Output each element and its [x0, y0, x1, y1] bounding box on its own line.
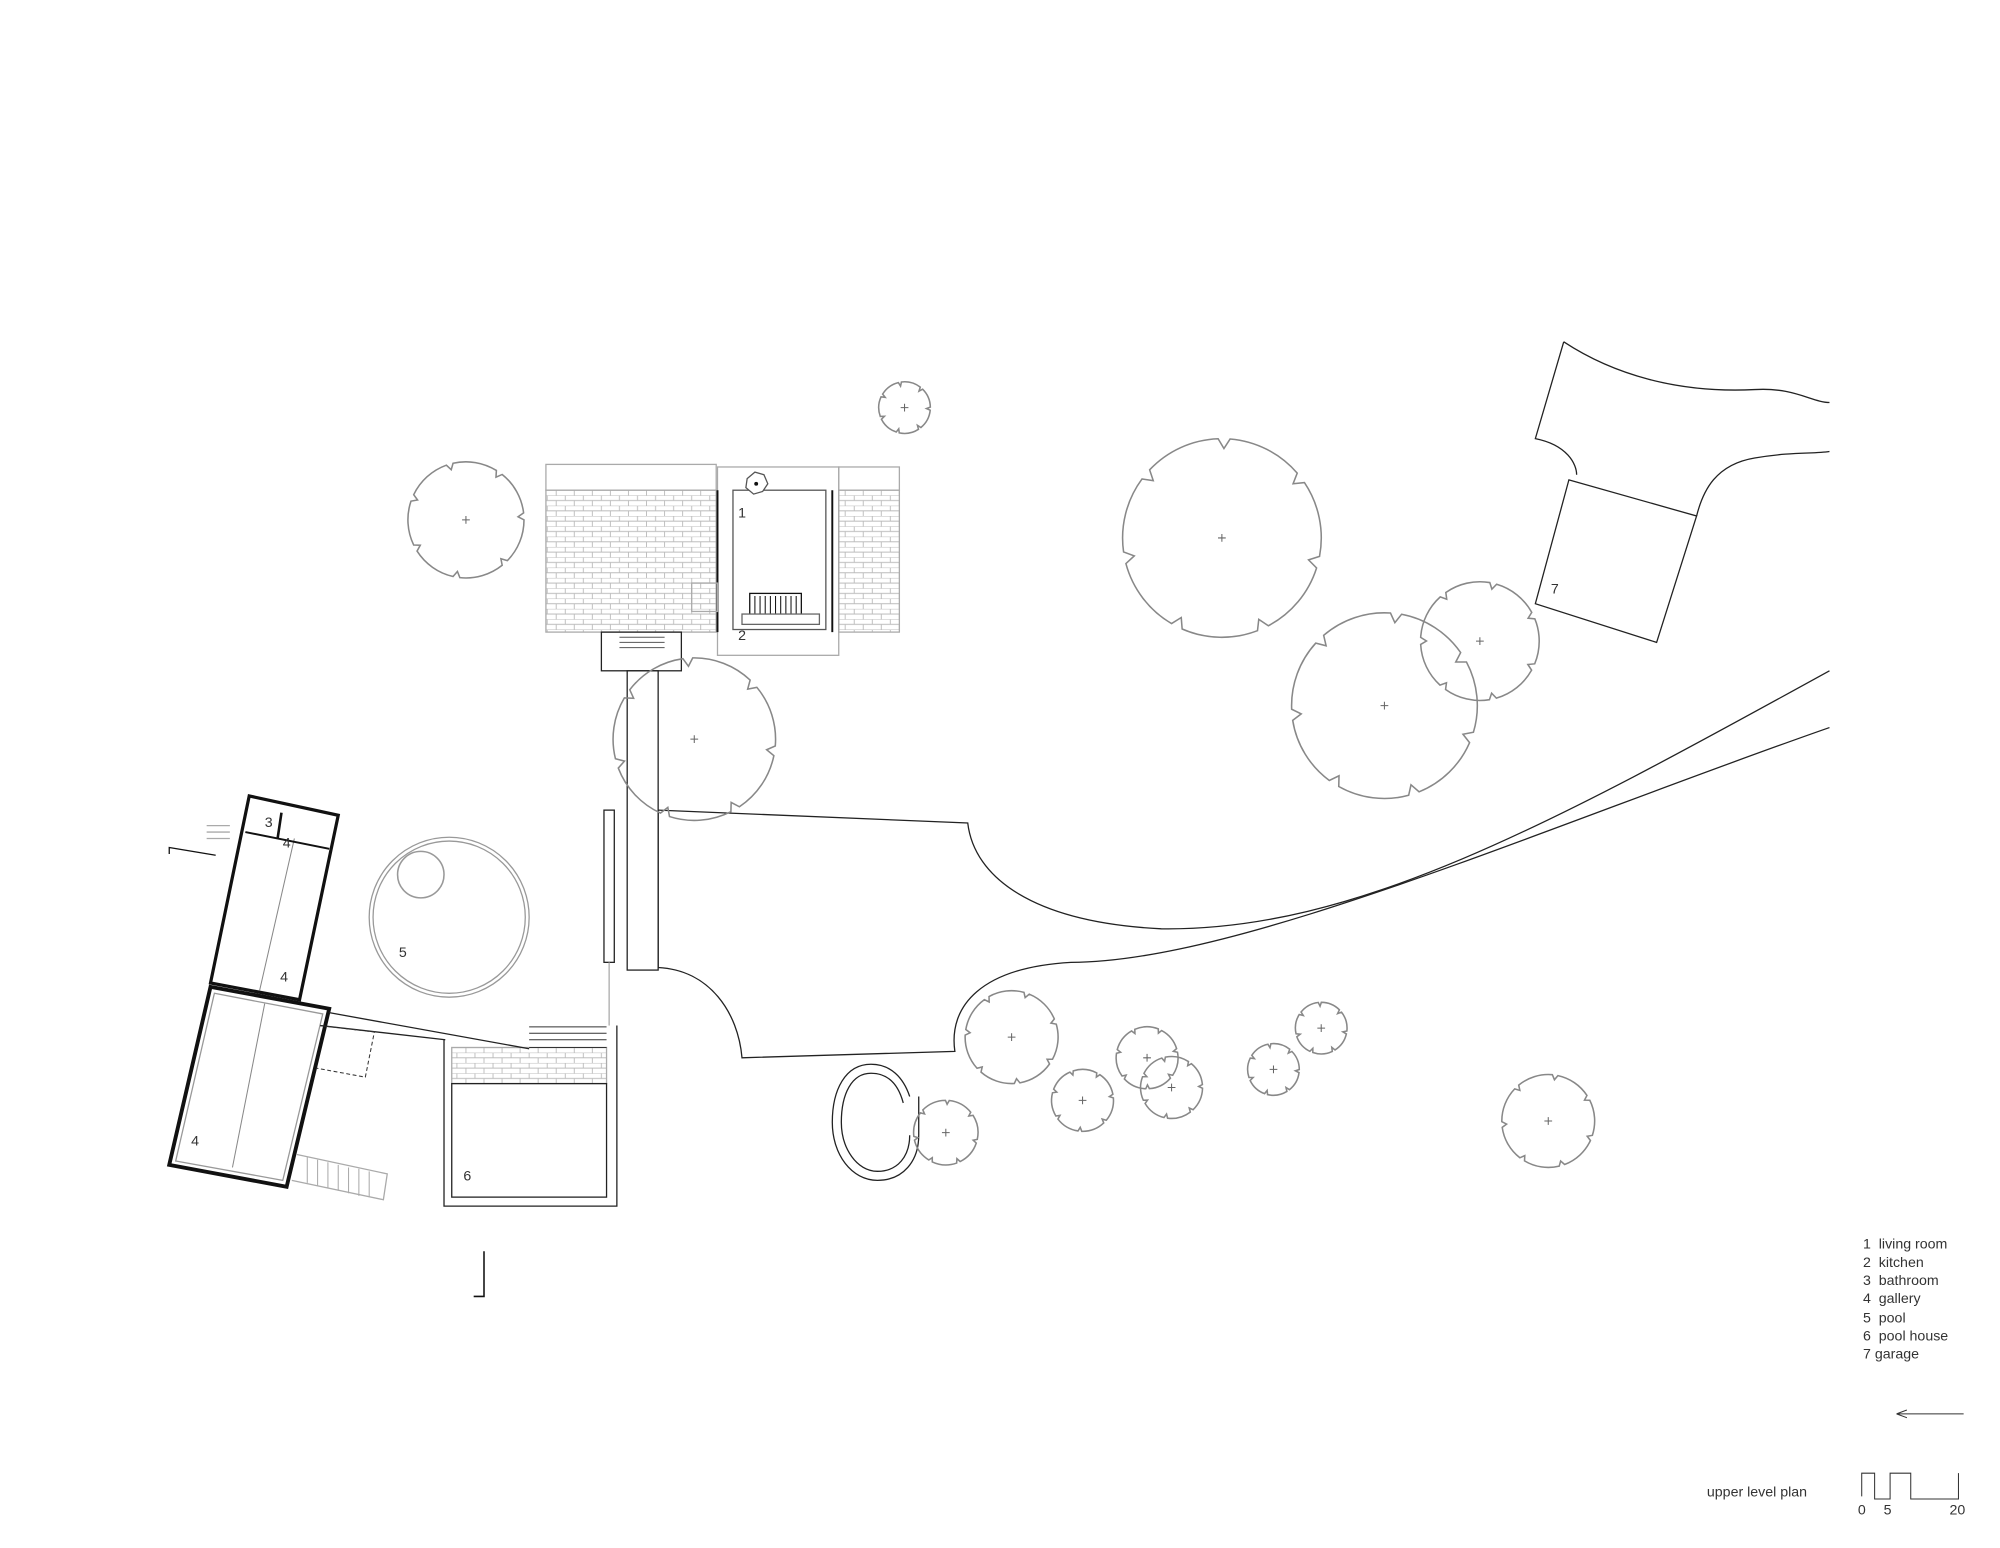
tree-canopy — [877, 381, 932, 435]
tree-canopy — [912, 1099, 979, 1166]
room-label-gallery-3: 4 — [191, 1134, 199, 1150]
legend-item-gallery: 4 gallery — [1863, 1291, 1921, 1307]
section-marker — [473, 1251, 485, 1298]
driveway — [657, 670, 1830, 1059]
tree-center-mark — [1007, 1033, 1016, 1042]
tree-canopy — [1501, 1073, 1596, 1169]
tree-center-mark — [1317, 1024, 1326, 1032]
scale-tick-5: 5 — [1884, 1502, 1892, 1518]
tree-canopy — [1050, 1068, 1115, 1133]
tree-center-mark — [1078, 1096, 1087, 1105]
legend-item-garage: 7 garage — [1863, 1346, 1919, 1362]
room-label-kitchen: 2 — [738, 628, 746, 644]
scale-bar: 0 5 20 — [1858, 1472, 1965, 1518]
tree-canopy — [1294, 1001, 1348, 1055]
plan-title: upper level plan — [1707, 1484, 1807, 1500]
pool: 5 — [368, 836, 530, 998]
tree-canopy — [1139, 1055, 1204, 1120]
room-label-gallery-2: 4 — [280, 970, 288, 986]
tree-center-mark — [1167, 1083, 1176, 1092]
tree-center-mark — [462, 516, 470, 524]
trees — [407, 381, 1596, 1169]
tree-canopy — [612, 657, 777, 822]
room-label-bathroom: 3 — [265, 815, 273, 831]
legend-item-living-room: 1 living room — [1863, 1237, 1947, 1253]
tree-canopy — [1419, 580, 1540, 702]
tree-center-mark — [1143, 1053, 1151, 1062]
arrow-left-icon — [1896, 1409, 1964, 1419]
room-label-pool-house: 6 — [463, 1168, 471, 1184]
main-house: 1 2 — [545, 463, 901, 672]
room-label-pool: 5 — [399, 945, 407, 961]
room-label-garage: 7 — [1551, 581, 1559, 597]
scale-tick-0: 0 — [1858, 1502, 1866, 1518]
tree-center-mark — [900, 403, 909, 412]
legend-item-pool-house: 6 pool house — [1863, 1328, 1948, 1344]
tree-center-mark — [941, 1128, 950, 1137]
section-marker — [168, 846, 216, 856]
room-label-gallery-1: 4 — [283, 836, 291, 852]
tree-center-mark — [1269, 1065, 1278, 1074]
legend-item-kitchen: 2 kitchen — [1863, 1255, 1924, 1271]
legend-item-bathroom: 3 bathroom — [1863, 1273, 1939, 1289]
legend: 1 living room 2 kitchen 3 bathroom 4 gal… — [1863, 1237, 1948, 1363]
tree-canopy — [1246, 1042, 1301, 1096]
gallery: 3 4 4 4 — [166, 794, 530, 1201]
pool-house: 6 — [443, 1025, 618, 1207]
tree-canopy — [1115, 1026, 1179, 1090]
tree-center-mark — [1476, 637, 1484, 645]
tree-center-mark — [1544, 1117, 1553, 1125]
walkway — [603, 670, 659, 1026]
tree-canopy — [1290, 612, 1479, 800]
scale-tick-20: 20 — [1949, 1502, 1965, 1518]
garage: 7 — [1534, 341, 1830, 644]
tree-center-mark — [1218, 534, 1226, 542]
tree-canopy — [1121, 437, 1322, 639]
tree-canopy — [407, 461, 525, 579]
tree-canopy — [964, 989, 1059, 1085]
tree-center-mark — [690, 735, 699, 744]
legend-item-pool: 5 pool — [1863, 1310, 1906, 1326]
room-label-living-room: 1 — [738, 505, 746, 521]
tree-center-mark — [1380, 701, 1389, 710]
